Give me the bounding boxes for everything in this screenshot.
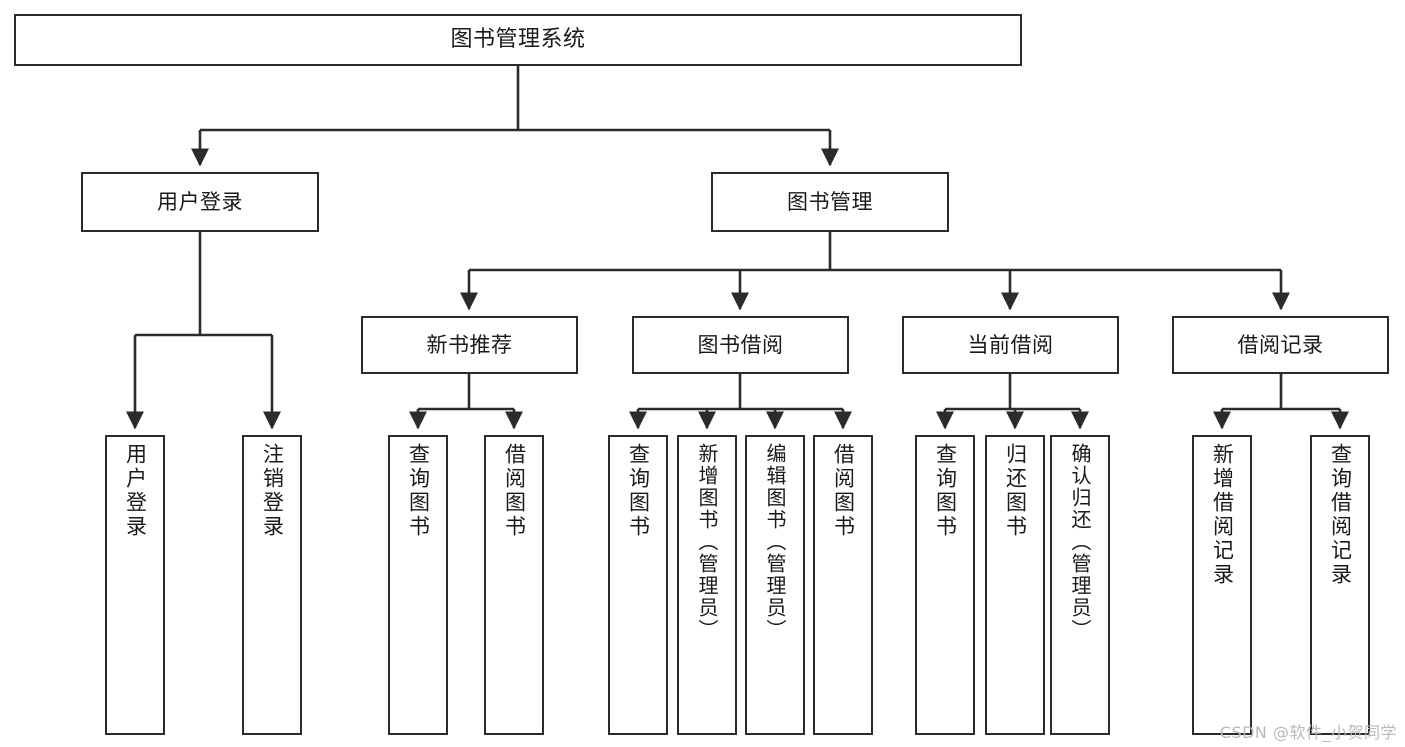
node-current-borrow[interactable]: 当前借阅 [902,316,1119,374]
node-borrow-record-label: 借阅记录 [1237,332,1324,357]
node-new-book-recommend[interactable]: 新书推荐 [361,316,578,374]
node-leaf-query-book-borrow[interactable]: 查询图书 [608,435,668,735]
node-book-manage[interactable]: 图书管理 [711,172,949,232]
node-new-book-recommend-label: 新书推荐 [426,332,513,357]
node-leaf-add-record[interactable]: 新增借阅记录 [1192,435,1252,735]
node-leaf-add-record-label: 新增借阅记录 [1210,443,1235,587]
node-user-login[interactable]: 用户登录 [81,172,319,232]
node-leaf-edit-book[interactable]: 编辑图书（管理员） [745,435,805,735]
node-leaf-confirm-return[interactable]: 确认归还（管理员） [1050,435,1110,735]
node-leaf-borrow-book-rec[interactable]: 借阅图书 [484,435,544,735]
node-current-borrow-label: 当前借阅 [967,332,1054,357]
node-root-label: 图书管理系统 [450,27,586,53]
node-leaf-query-record-label: 查询借阅记录 [1328,443,1353,587]
node-leaf-query-record[interactable]: 查询借阅记录 [1310,435,1370,735]
node-leaf-query-book-borrow-label: 查询图书 [626,443,651,539]
node-leaf-confirm-return-label: 确认归还（管理员） [1068,443,1092,641]
node-book-borrow-label: 图书借阅 [697,332,784,357]
node-leaf-user-login-label: 用户登录 [123,443,148,539]
node-leaf-borrow-book-rec-label: 借阅图书 [502,443,527,539]
node-user-login-label: 用户登录 [157,189,243,214]
node-book-borrow[interactable]: 图书借阅 [632,316,849,374]
node-leaf-return-book-label: 归还图书 [1003,443,1028,539]
node-leaf-user-login[interactable]: 用户登录 [105,435,165,735]
node-leaf-logout-label: 注销登录 [260,443,285,539]
node-root[interactable]: 图书管理系统 [14,14,1022,66]
node-leaf-borrow-book-label: 借阅图书 [831,443,856,539]
node-leaf-add-book-label: 新增图书（管理员） [695,443,719,641]
node-leaf-query-book-current-label: 查询图书 [933,443,958,539]
node-leaf-logout[interactable]: 注销登录 [242,435,302,735]
node-borrow-record[interactable]: 借阅记录 [1172,316,1389,374]
node-leaf-query-book-current[interactable]: 查询图书 [915,435,975,735]
node-leaf-add-book[interactable]: 新增图书（管理员） [677,435,737,735]
watermark: CSDN @软件_小贺同学 [1219,723,1397,742]
node-leaf-borrow-book[interactable]: 借阅图书 [813,435,873,735]
node-leaf-query-book-rec-label: 查询图书 [406,443,431,539]
node-leaf-return-book[interactable]: 归还图书 [985,435,1045,735]
node-book-manage-label: 图书管理 [787,189,873,214]
node-leaf-query-book-rec[interactable]: 查询图书 [388,435,448,735]
node-leaf-edit-book-label: 编辑图书（管理员） [763,443,787,641]
